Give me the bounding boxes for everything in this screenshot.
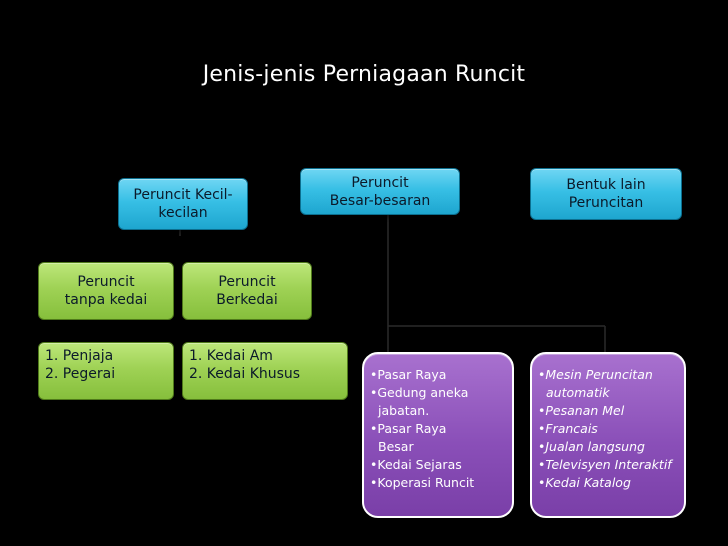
box-berkedai-line2: Berkedai — [216, 292, 278, 308]
list-item: 2. Kedai Khusus — [189, 366, 301, 382]
box-peruncit-besar-line2: Besar-besaran — [329, 192, 431, 209]
box-peruncit-kecil: Peruncit Kecil- kecilan — [118, 178, 248, 230]
list-item: •Kedai Katalog — [538, 475, 631, 490]
box-tanpa-kedai-line2: tanpa kedai — [64, 292, 148, 308]
box-peruncit-tanpa-kedai: Peruncit tanpa kedai — [38, 262, 174, 320]
list-item: •Mesin Peruncitan — [538, 367, 653, 382]
box-tanpa-kedai-line1: Peruncit — [77, 274, 135, 290]
box-bentuk-lain: Bentuk lain Peruncitan — [530, 168, 682, 220]
list-item: 1. Penjaja — [45, 348, 114, 364]
list-item: •Pasar Raya — [370, 421, 447, 436]
list-item: •Kedai Sejaras — [370, 457, 462, 472]
list-item: •Gedung aneka — [370, 385, 469, 400]
box-peruncit-kecil-line1: Peruncit Kecil- — [133, 187, 233, 203]
box-peruncit-besar: Peruncit Besar-besaran — [300, 168, 460, 215]
box-peruncit-berkedai: Peruncit Berkedai — [182, 262, 312, 320]
box-peruncit-besar-line1: Peruncit — [351, 174, 409, 191]
list-peruncit-besar: •Pasar Raya •Gedung aneka jabatan. •Pasa… — [362, 352, 514, 518]
list-item: •Koperasi Runcit — [370, 475, 475, 490]
list-item-continued: Besar — [378, 439, 414, 454]
page-title: Jenis-jenis Perniagaan Runcit — [202, 62, 526, 87]
list-item: 2. Pegerai — [45, 366, 116, 382]
list-item: •Francais — [538, 421, 598, 436]
box-bentuk-lain-line1: Bentuk lain — [566, 177, 646, 193]
list-item: 1. Kedai Am — [189, 348, 273, 364]
list-tanpa-kedai: 1. Penjaja 2. Pegerai — [38, 342, 174, 400]
list-bentuk-lain: •Mesin Peruncitan automatik •Pesanan Mel… — [530, 352, 686, 518]
box-berkedai-line1: Peruncit — [218, 274, 276, 290]
box-bentuk-lain-line2: Peruncitan — [568, 195, 644, 211]
box-peruncit-kecil-line2: kecilan — [158, 205, 208, 221]
list-item: •Pesanan Mel — [538, 403, 625, 418]
list-item: •Pasar Raya — [370, 367, 447, 382]
list-item-continued: jabatan. — [378, 403, 430, 418]
list-item: •Jualan langsung — [538, 439, 645, 454]
list-item: •Televisyen Interaktif — [538, 457, 672, 472]
list-berkedai: 1. Kedai Am 2. Kedai Khusus — [182, 342, 348, 400]
list-item-continued: automatik — [546, 385, 610, 400]
